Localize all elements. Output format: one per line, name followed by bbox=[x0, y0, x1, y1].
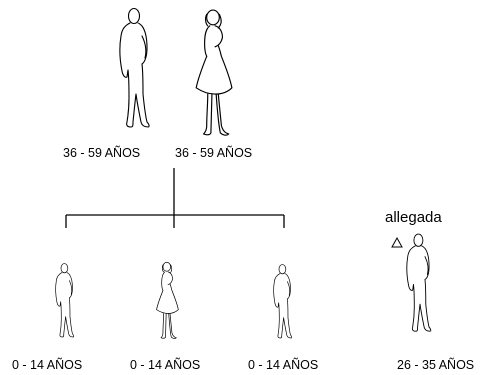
triangle-icon bbox=[391, 236, 403, 248]
child-1-age-label: 0 - 14 AÑOS bbox=[12, 358, 82, 372]
father-age-label: 36 - 59 AÑOS bbox=[63, 146, 140, 160]
child-1-figure bbox=[55, 263, 75, 338]
child-3-age-label: 0 - 14 AÑOS bbox=[248, 358, 318, 372]
child-2-age-label: 0 - 14 AÑOS bbox=[130, 358, 200, 372]
mother-age-label: 36 - 59 AÑOS bbox=[175, 146, 252, 160]
child-2-figure bbox=[156, 261, 179, 339]
father-figure bbox=[119, 7, 150, 128]
child-3-figure bbox=[273, 264, 293, 339]
allegada-figure bbox=[406, 233, 432, 332]
mother-figure bbox=[195, 9, 233, 136]
family-connector bbox=[65, 168, 285, 228]
allegada-age-label: 26 - 35 AÑOS bbox=[397, 358, 474, 372]
allegada-role-label: allegada bbox=[385, 209, 442, 226]
